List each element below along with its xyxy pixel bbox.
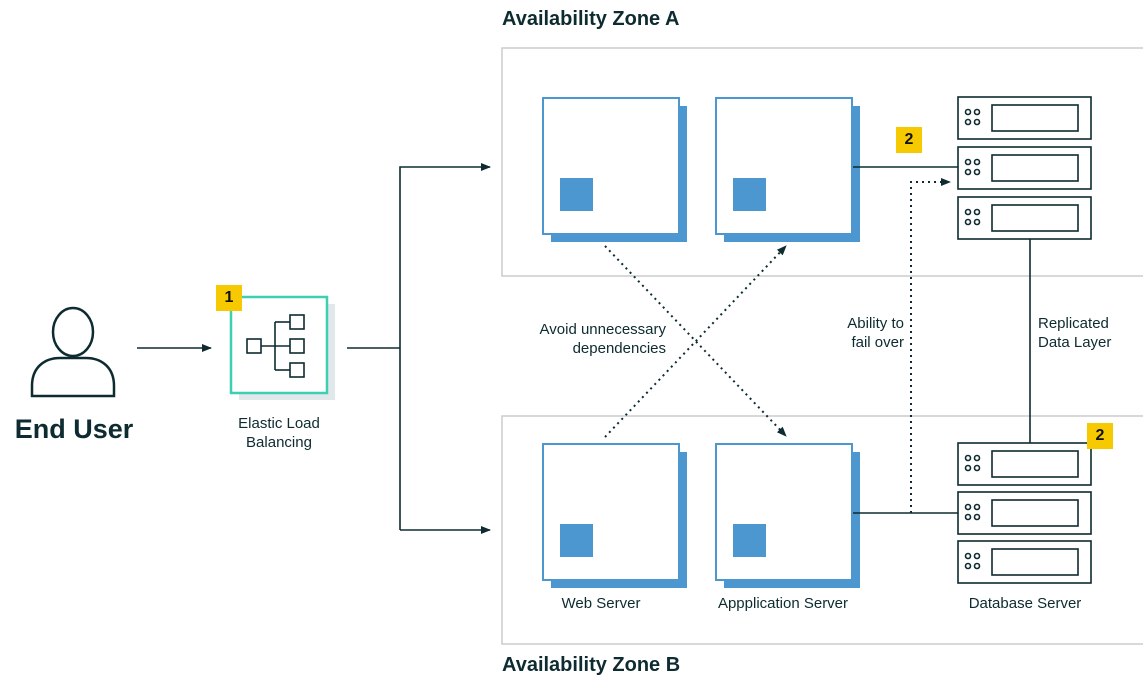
avoid-line2: dependencies [572,340,666,357]
avoid-line1: Avoid unnecessary [539,321,666,338]
replicated-line2: Data Layer [1038,334,1112,351]
end-user-label: End User [14,414,134,444]
lb-badge: 1 [216,285,242,311]
web-server-b [542,443,687,588]
zone-b-box [501,415,1143,645]
failover-dotted-arrow [910,178,951,513]
app-server-label: Appplication Server [717,595,849,612]
db-a-badge: 2 [896,127,922,153]
web-server-a [542,97,687,242]
replicated-line1: Replicated [1038,315,1109,332]
database-server-a [957,96,1092,240]
failover-line2: fail over [851,334,904,351]
replicated-label: Replicated Data Layer [1038,314,1138,352]
lb-connectors [347,163,491,534]
zone-a-title: Availability Zone A [502,8,680,30]
user-icon [30,306,116,398]
failover-line1: Ability to [847,315,904,332]
db-b-badge: 2 [1087,423,1113,449]
zone-b-title: Availability Zone B [502,654,681,676]
app-server-a [715,97,860,242]
lb-label: Elastic Load Balancing [214,414,344,452]
avoid-dependencies-label: Avoid unnecessary dependencies [506,320,666,358]
web-b-to-app-a-dotted-arrow [604,245,787,438]
db-server-label: Database Server [968,595,1082,612]
zone-a-box [501,47,1143,277]
lb-label-line2: Balancing [246,434,312,451]
database-server-b [957,442,1092,584]
web-a-to-app-b-dotted-arrow [604,245,787,437]
app-server-b [715,443,860,588]
failover-label: Ability to fail over [818,314,904,352]
web-server-label: Web Server [561,595,641,612]
lb-label-line1: Elastic Load [238,415,320,432]
load-balancer-icon [229,295,335,400]
